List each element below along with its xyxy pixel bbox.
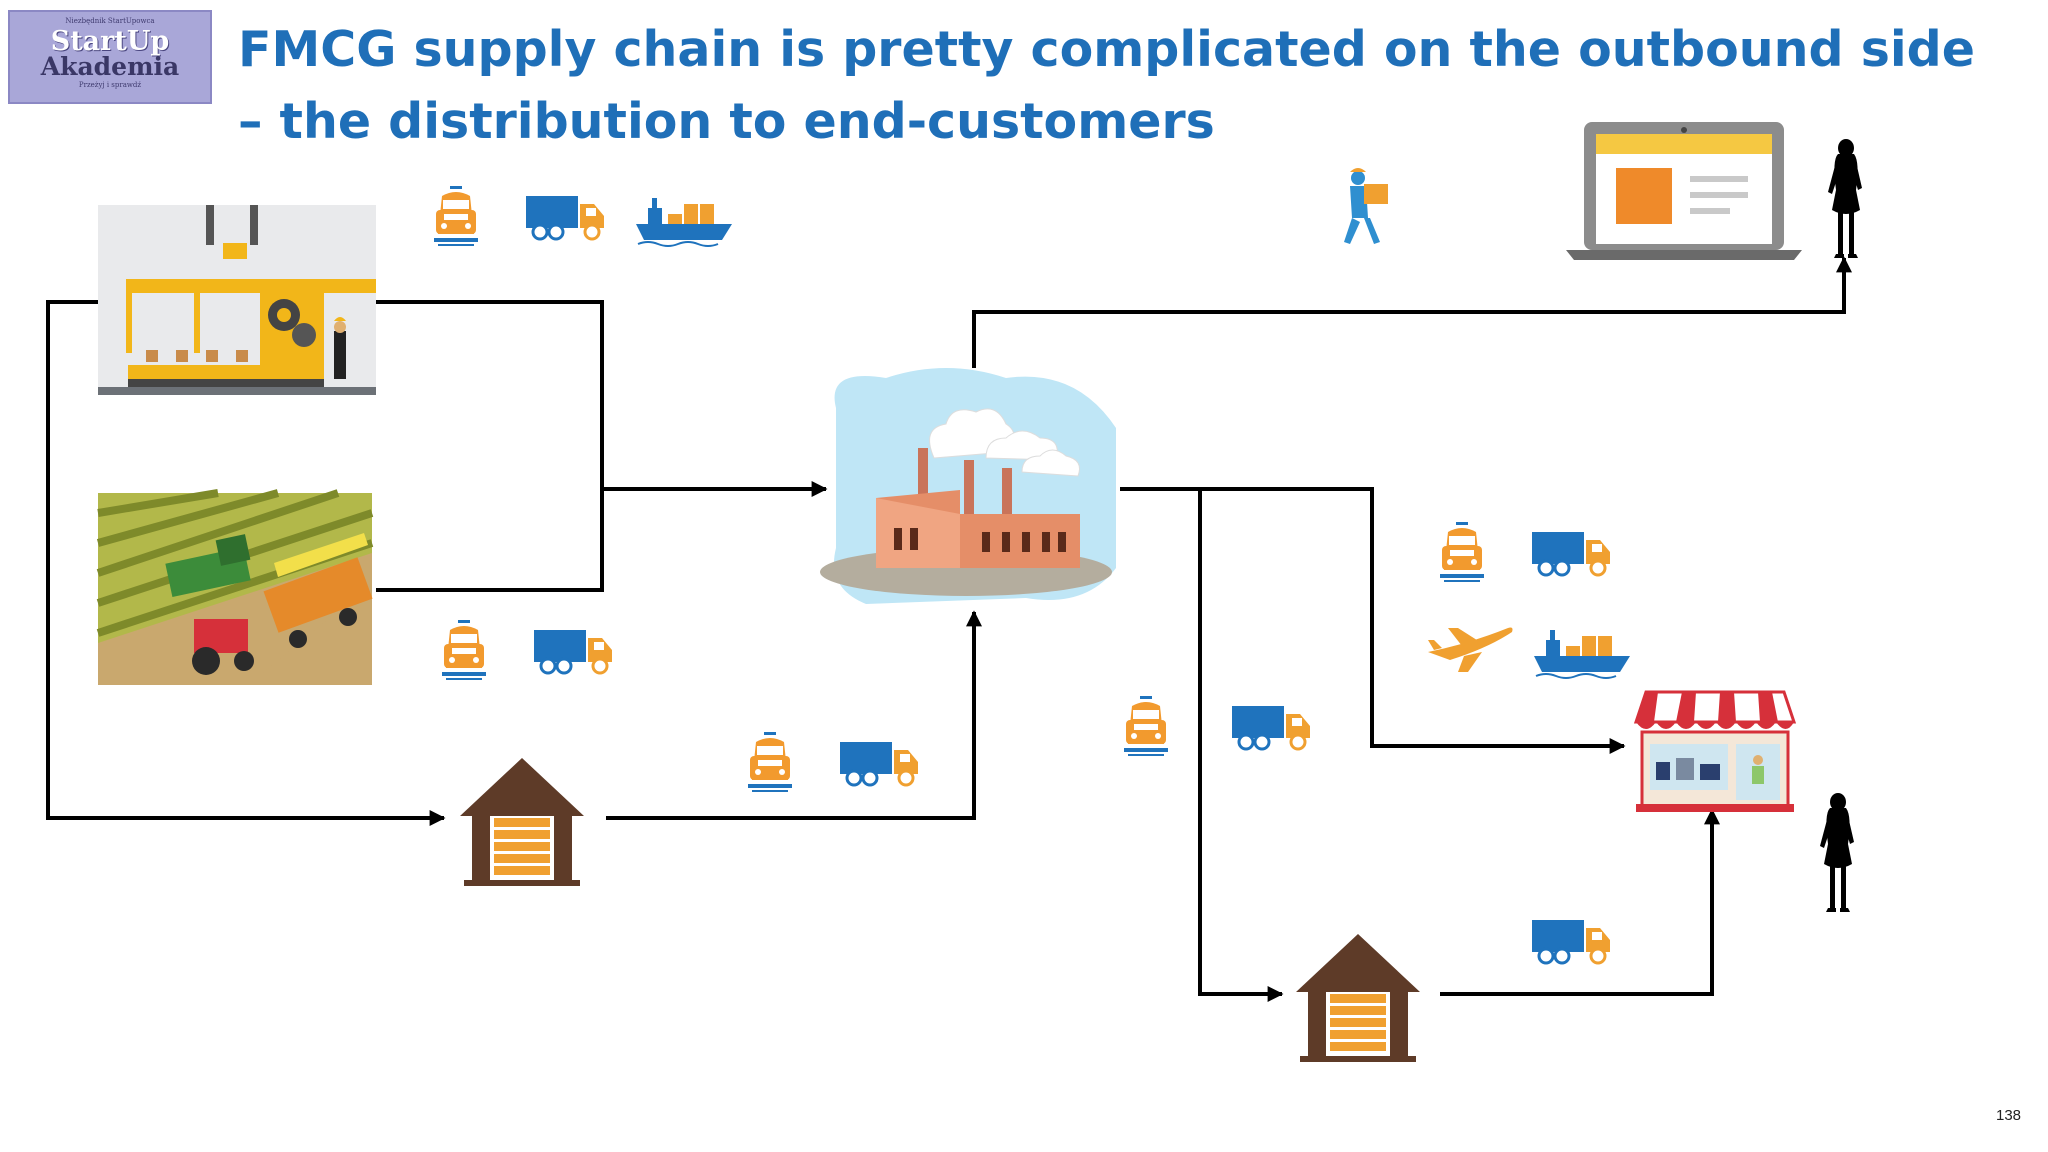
arrow-plant-to-warehouse [1198,489,1284,1002]
truck-icon [1530,918,1612,965]
startup-akademia-logo: Niezbędnik StartUpowca StartUp Akademia … [8,10,212,104]
harvester-icon [96,489,374,685]
ship-icon [1533,629,1631,679]
factory-icon [820,368,1116,604]
distribution-warehouse-icon [1296,934,1420,1062]
page-number: 138 [1996,1107,2022,1124]
arrow-to-online-customer [972,256,1852,368]
truck-icon [838,740,920,787]
woman-silhouette-icon [1820,793,1854,912]
delivery-person-icon [1344,168,1388,244]
train-icon [1440,522,1484,582]
train-icon [1124,696,1168,756]
train-icon [434,186,478,246]
slide-title: FMCG supply chain is pretty complicated … [238,21,1975,150]
arrow-warehouse-to-plant [606,610,982,820]
train-icon [442,620,486,680]
flow-arrows [46,256,1852,1002]
transport-group-inbound-farm [442,620,614,680]
laptop-icon [1566,122,1802,260]
woman-silhouette-icon [1828,139,1862,258]
logo-line2: Akademia [40,52,180,81]
truck-icon [524,194,606,241]
logo-line1: StartUp [50,26,170,57]
transport-group-outbound-store [1428,522,1631,679]
ship-icon [635,197,733,247]
train-icon [748,732,792,792]
arrow-to-raw-warehouse [46,300,446,826]
store-icon [1633,690,1797,812]
truck-icon [532,628,614,675]
transport-group-inbound-warehouse [748,732,920,792]
transport-group-inbound-top [434,186,733,247]
transport-group-outbound-warehouse [1124,696,1312,756]
arrow-plant-to-store [1120,487,1626,754]
logo-top-text: Niezbędnik StartUpowca [65,17,155,25]
transport-group-last-mile [1530,918,1612,965]
production-line-icon [98,205,376,395]
logo-bottom-text: Przeżyj i sprawdź [78,81,142,89]
plane-icon [1428,627,1513,672]
raw-material-warehouse-icon [460,758,584,886]
inbound-connector [376,300,604,592]
arrow-warehouse-to-store [1440,808,1720,996]
truck-icon [1530,530,1612,577]
truck-icon [1230,704,1312,751]
